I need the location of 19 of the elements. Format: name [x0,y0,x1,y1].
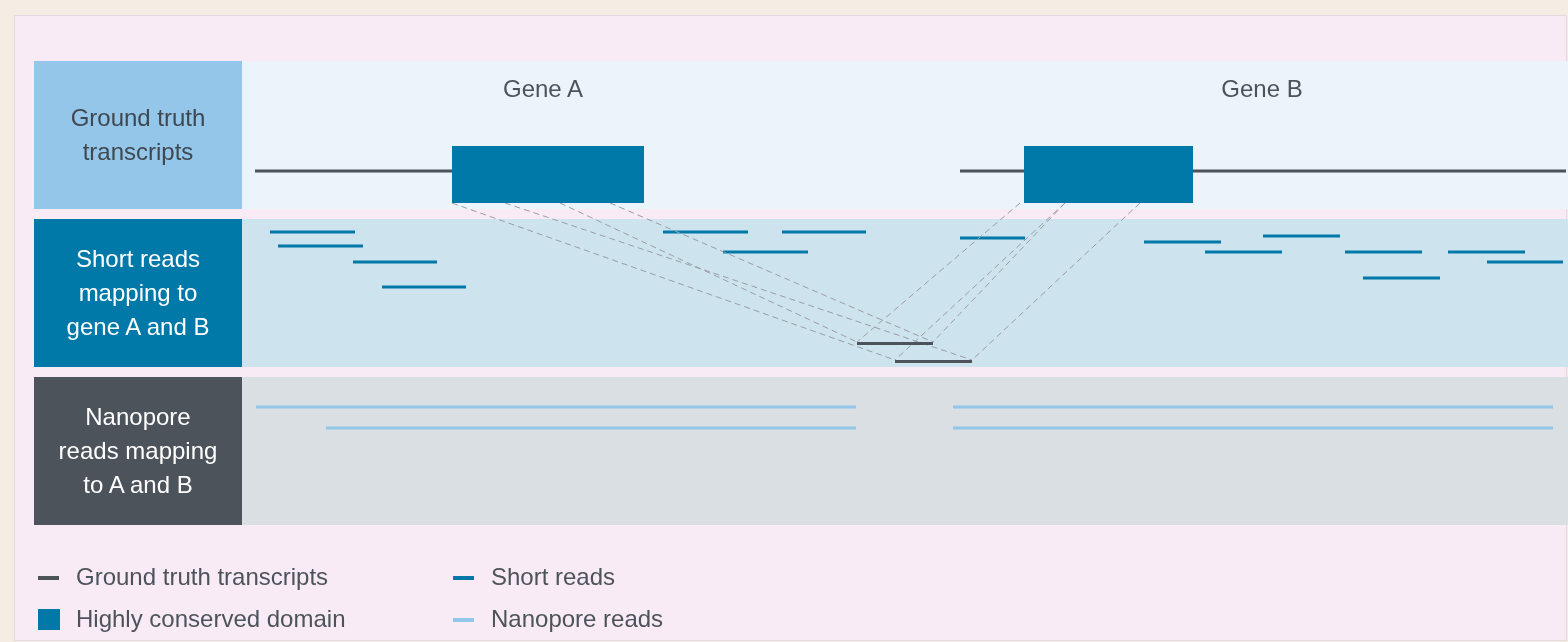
legend-label: Nanopore reads [491,605,664,633]
dashed-line [894,202,1066,361]
row-label: Ground truth transcripts [34,61,242,209]
row-label: Nanopore reads mapping to A and B [34,377,242,525]
transcript-read-bar [895,360,972,363]
conserved-domain-box [1024,146,1193,203]
dashed-line [504,202,973,361]
dashed-line [559,202,858,343]
legend-label: Highly conserved domain [76,605,346,633]
legend-label: Short reads [491,563,616,591]
conserved-domain-box [452,146,644,203]
legend-label: Ground truth transcripts [76,563,329,591]
dashed-line [856,202,1021,343]
gene-label: Gene B [1221,75,1303,103]
row-label: Short reads mapping to gene A and B [34,219,242,367]
gene-label: Gene A [502,75,584,103]
transcript-read-bar [857,342,933,345]
dashed-line [932,202,1066,343]
dashed-line [609,202,934,343]
